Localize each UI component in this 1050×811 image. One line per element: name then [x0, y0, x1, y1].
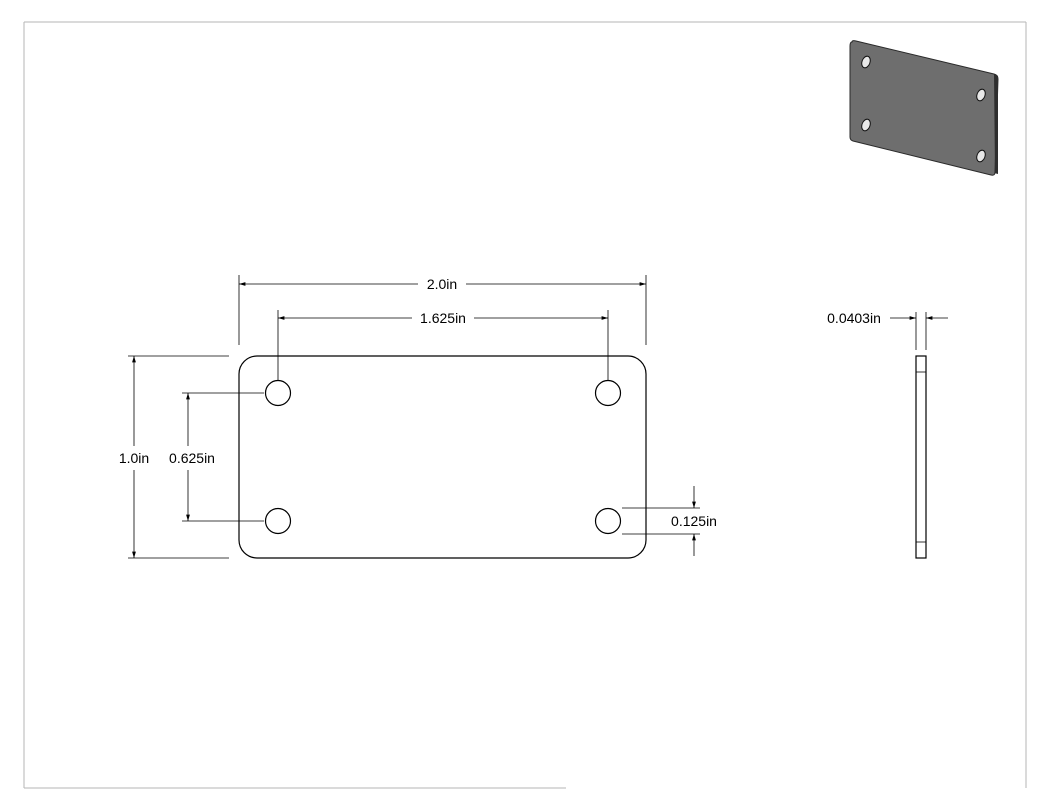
- sheet-border: [23, 21, 1027, 789]
- hole-bottom-right: [594, 507, 622, 535]
- dim-hole-diameter-label: 0.125in: [671, 513, 717, 529]
- dim-overall-width: 2.0in: [238, 275, 647, 345]
- iso-hole-bottom-right: [976, 149, 986, 163]
- dim-hole-spacing-y-label: 0.625in: [169, 450, 215, 466]
- isometric-view: [849, 40, 999, 176]
- dim-overall-height-label: 1.0in: [119, 450, 149, 466]
- plate-edge-outline: [915, 355, 927, 559]
- dim-hole-diameter: 0.125in: [622, 486, 717, 556]
- dim-hole-spacing-x: 1.625in: [277, 310, 609, 380]
- iso-hole-bottom-left: [861, 118, 871, 132]
- dim-overall-height: 1.0in: [119, 355, 229, 559]
- hole-bottom-left: [264, 507, 292, 535]
- iso-hole-top-right: [976, 88, 986, 102]
- plate-outline: [238, 355, 647, 559]
- dim-thickness: 0.0403in: [827, 310, 948, 350]
- dim-overall-width-label: 2.0in: [427, 276, 457, 292]
- hole-top-left: [264, 379, 292, 407]
- iso-hole-top-left: [861, 55, 871, 69]
- side-view: [915, 355, 927, 559]
- hole-top-right: [594, 379, 622, 407]
- dim-hole-spacing-y: 0.625in: [169, 392, 264, 522]
- front-view: [238, 355, 647, 559]
- dim-hole-spacing-x-label: 1.625in: [420, 310, 466, 326]
- dim-thickness-label: 0.0403in: [827, 310, 881, 326]
